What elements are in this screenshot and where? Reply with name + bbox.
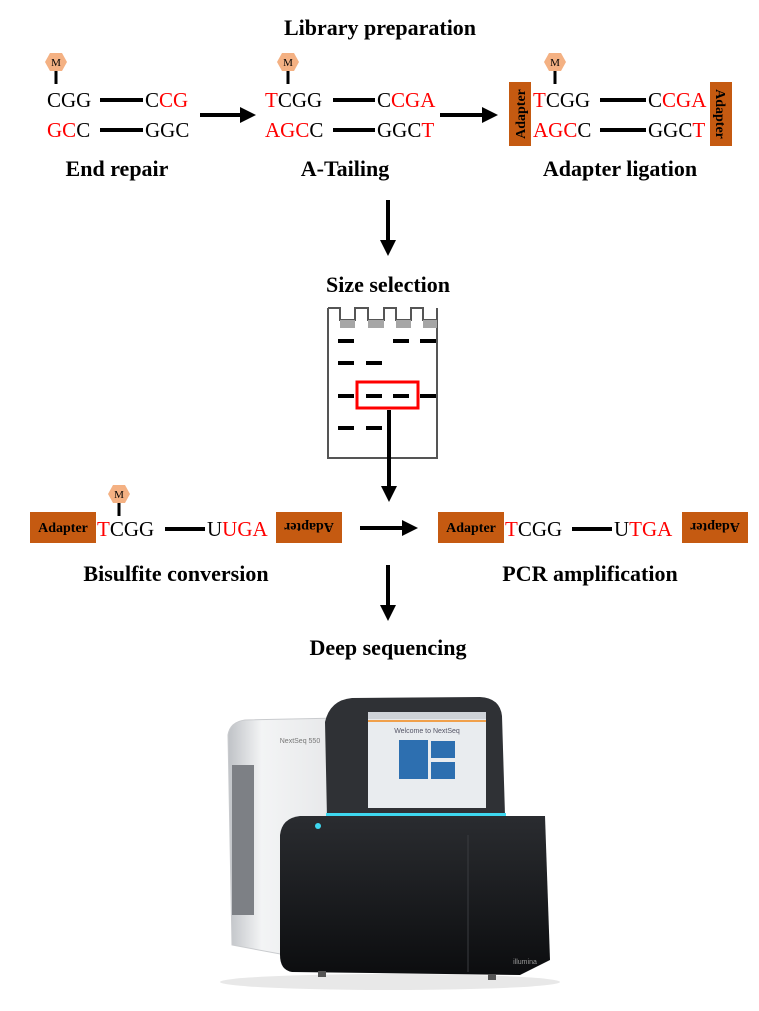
methyl-group-1: M xyxy=(45,53,67,84)
step-label-a-tailing: A-Tailing xyxy=(301,156,389,181)
adapter-label-flipped: Adapter xyxy=(690,519,740,534)
adapter-block xyxy=(682,512,748,543)
base: C xyxy=(648,88,662,112)
step-label-size-selection: Size selection xyxy=(326,272,450,297)
base: C xyxy=(145,88,159,112)
adapter-block xyxy=(710,82,732,146)
selection-highlight xyxy=(355,380,420,410)
modified-base: CGA xyxy=(391,88,436,112)
sequence: TCGG xyxy=(97,517,154,541)
title: Library preparation xyxy=(284,15,476,40)
modified-base: AGC xyxy=(265,118,309,142)
methyl-label: M xyxy=(114,489,124,501)
adapter-label: Adapter xyxy=(446,521,496,536)
step-label-adapter-ligation: Adapter ligation xyxy=(543,156,697,181)
base: CGG xyxy=(110,517,154,541)
sequence: CGG xyxy=(47,88,91,112)
methyl-label: M xyxy=(550,57,560,69)
instrument-brand-logo: illumina xyxy=(513,959,537,966)
adapter-block xyxy=(438,512,504,543)
sequence: CCGA xyxy=(648,88,707,112)
sequencer-instrument-image: Welcome to NextSeq NextSeq 550 illumina xyxy=(220,697,560,990)
sequence: AGCC xyxy=(265,118,323,142)
modified-base: T xyxy=(533,88,546,112)
methyl-group-2: M xyxy=(277,53,299,84)
modified-base: CGA xyxy=(662,88,707,112)
base: GGC xyxy=(648,118,692,142)
base: C xyxy=(309,118,323,142)
step-label-pcr: PCR amplification xyxy=(502,561,677,586)
base: CGG xyxy=(47,88,91,112)
sequence: TCGG xyxy=(505,517,562,541)
sequence: TCGG xyxy=(533,88,590,112)
sequence: TCGG xyxy=(265,88,322,112)
methyl-label: M xyxy=(51,57,61,69)
methyl-group-3: M xyxy=(544,53,566,84)
sequence: UTGA xyxy=(614,517,673,541)
adapter-label: Adapter xyxy=(38,521,88,536)
methyl-hexagon-icon xyxy=(277,53,299,71)
adapter-label: Adapter xyxy=(712,89,727,139)
modified-base: T xyxy=(692,118,705,142)
sequence: CCGA xyxy=(377,88,436,112)
methyl-group-4: M xyxy=(108,485,130,516)
gel-icon xyxy=(327,307,438,459)
modified-base: T xyxy=(97,517,110,541)
sequence: GGCT xyxy=(648,118,705,142)
sequence: CCG xyxy=(145,88,188,112)
adapter-label: Adapter xyxy=(514,89,529,139)
base: CGG xyxy=(278,88,322,112)
adapter-block xyxy=(509,82,531,146)
modified-base: T xyxy=(505,517,518,541)
modified-base: AGC xyxy=(533,118,577,142)
modified-base: GC xyxy=(47,118,76,142)
screen-welcome-text: Welcome to NextSeq xyxy=(394,728,460,735)
sequence: GGC xyxy=(145,118,189,142)
instrument-model-label: NextSeq 550 xyxy=(280,738,321,745)
base: CGG xyxy=(518,517,562,541)
base: U xyxy=(207,517,222,541)
base: GGC xyxy=(377,118,421,142)
methyl-label: M xyxy=(283,57,293,69)
sequence: AGCC xyxy=(533,118,591,142)
adapter-block xyxy=(276,512,342,543)
methyl-hexagon-icon xyxy=(108,485,130,503)
step-label-deep-sequencing: Deep sequencing xyxy=(309,635,466,660)
step-label-end-repair: End repair xyxy=(66,156,169,181)
step-label-bisulfite: Bisulfite conversion xyxy=(83,561,268,586)
sequence: GGCT xyxy=(377,118,434,142)
base: C xyxy=(377,88,391,112)
modified-base: T xyxy=(265,88,278,112)
sequence: UUGA xyxy=(207,517,269,541)
modified-base: UGA xyxy=(222,517,268,541)
sequence: GCC xyxy=(47,118,90,142)
adapter-block xyxy=(30,512,96,543)
base: C xyxy=(76,118,90,142)
base: CGG xyxy=(546,88,590,112)
modified-base: CG xyxy=(159,88,188,112)
adapter-label-flipped: Adapter xyxy=(284,519,334,534)
methyl-hexagon-icon xyxy=(45,53,67,71)
modified-base: T xyxy=(421,118,434,142)
methyl-hexagon-icon xyxy=(544,53,566,71)
base: C xyxy=(577,118,591,142)
base: U xyxy=(614,517,629,541)
modified-base: TGA xyxy=(629,517,673,541)
base: GGC xyxy=(145,118,189,142)
